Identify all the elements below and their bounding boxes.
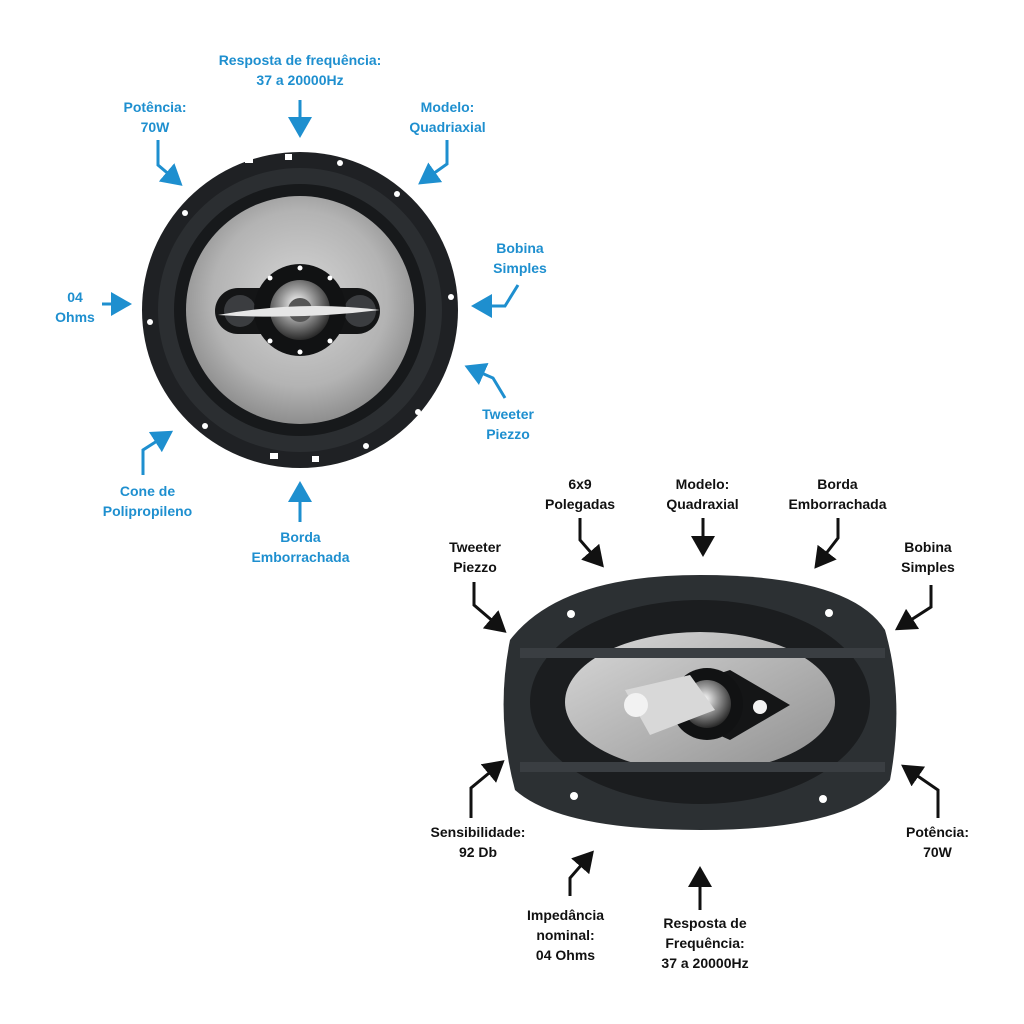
oval-speaker-grille-bar-top (520, 648, 885, 658)
callout-oval-coil: Bobina Simples (901, 539, 955, 575)
callout-oval-size: 6x9 Polegadas (544, 476, 616, 512)
callout-oval-impedance: Impedância nominal: 04 Ohms (526, 907, 605, 963)
oval-speaker (503, 575, 897, 830)
arrow-model-icon (418, 140, 449, 185)
round-speaker-mount-holes (147, 154, 454, 462)
callout-round-edge: Borda Emborrachada (251, 529, 350, 565)
callout-round-cone: Cone de Polipropileno (102, 483, 193, 519)
arrow-cone-icon (141, 430, 174, 475)
arrow-power-2-icon (901, 764, 940, 818)
arrow-impedance-2-icon (568, 850, 594, 896)
callout-round-power: Potência: 70W (123, 99, 187, 135)
oval-speaker-mount-holes (567, 609, 833, 803)
callout-round-coil: Bobina Simples (493, 240, 547, 276)
oval-speaker-grille-bar-bottom (520, 762, 885, 772)
arrow-sensitivity-icon (469, 760, 505, 818)
callout-oval-sensitivity: Sensibilidade: 92 Db (430, 824, 526, 860)
callout-round-impedance: 04 Ohms (55, 289, 95, 325)
callout-oval-tweeter: Tweeter Piezzo (449, 539, 501, 575)
callout-oval-frequency: Resposta de Frequência: 37 a 20000Hz (661, 915, 749, 971)
round-speaker (142, 152, 458, 468)
round-speaker-tweeter-assembly (215, 264, 380, 356)
arrow-edge-2-icon (814, 518, 840, 569)
arrow-coil-icon (471, 284, 520, 318)
oval-speaker-tweeter-assembly (624, 668, 790, 740)
arrow-size-icon (578, 518, 604, 568)
callout-round-frequency: Resposta de frequência: 37 a 20000Hz (218, 52, 382, 88)
callout-round-model: Modelo: Quadriaxial (409, 99, 486, 135)
callout-oval-model: Modelo: Quadraxial (666, 476, 739, 512)
callout-round-tweeter: Tweeter Piezzo (482, 406, 534, 442)
callout-oval-edge: Borda Emborrachada (788, 476, 887, 512)
arrow-power-icon (156, 140, 183, 186)
callout-oval-power: Potência: 70W (905, 824, 969, 860)
arrow-tweeter-icon (464, 362, 507, 399)
arrow-coil-2-icon (894, 585, 933, 631)
arrow-tweeter-2-icon (472, 582, 507, 633)
